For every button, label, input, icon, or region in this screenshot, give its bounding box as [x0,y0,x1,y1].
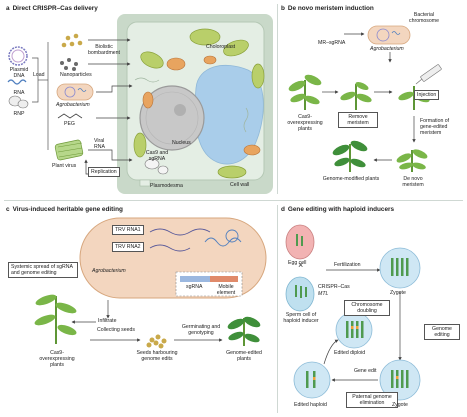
chromosome-doubling-box: Chromosome doubling [344,300,390,316]
plasmodesma-label: Plasmodesma [150,183,183,189]
plant-icon [332,140,368,172]
mitochondria-group [142,55,261,156]
genome-edited-label: Genome-edited plants [226,350,262,362]
cell-wall-label: Cell wall [230,182,250,188]
chloroplast-label: Choloroplast [206,44,236,50]
systemic-spread-box: Systemic spread of sgRNA and genome edit… [8,262,78,278]
fertilization-label: Fertilization [334,262,361,268]
plant-icon [227,316,261,346]
rnp-icon [8,95,29,109]
egg-cell-label: Egg cell [288,260,307,266]
panel-c-title-text: Virus-induced heritable gene editing [12,206,123,213]
de-novo-label: De novo meristem [402,176,424,188]
mtl-label: MTL [318,291,329,297]
plant-cell [117,14,273,194]
plant-icon [396,149,428,172]
nucleus [139,85,205,151]
nucleus-label: Nucleus [172,140,191,146]
trv1-box: TRV RNA1 [112,225,144,235]
edited-diploid-icon [335,311,373,349]
panel-d-letter: d [281,206,285,213]
panel-c-letter: c [6,206,10,213]
germinating-label: Germinating and genotyping [181,324,221,336]
panel-a-letter: a [6,5,10,12]
horizontal-divider [4,200,463,201]
method-agrobacterium: Agrobacterium [56,102,90,108]
peg-icon [57,113,83,119]
trv2-box: TRV RNA2 [112,242,144,252]
injection-box: Injection [414,90,440,100]
agrobacterium-c-label: Agrobacterium [92,268,126,274]
mr-sgrna-label: MR–sgRNA [318,40,346,46]
paternal-elimination-box: Paternal genome elimination [346,392,398,408]
zygote-bottom-icon [379,359,421,401]
biolistic-bombardment-icon [61,33,83,48]
zygote-bottom-label: Zygote [392,402,408,408]
cargo-rna: RNA [13,90,25,96]
plant-icon [288,74,322,110]
vertical-divider-bottom [277,205,278,413]
panel-b-title-text: De novo meristem induction [287,5,374,12]
method-nanoparticles: Nanoparticles [60,72,92,78]
infiltrate-label: Infiltrate [98,318,117,324]
replication-box: Replication [88,167,120,177]
cas9-plants-c-label: Cas9-overexpressing plants [39,350,75,368]
plant-icon [340,81,372,110]
agrobacterium-b-icon [367,25,411,45]
sperm-cell-label: Sperm cell of haploid inducer [283,312,319,324]
chloroplast-group [133,28,265,179]
method-plant-virus: Plant virus [52,163,77,169]
load-label: Load [33,72,45,78]
edited-diploid-label: Edited diploid [334,350,366,356]
plant-icon [34,294,77,344]
vacuole [194,64,264,165]
zygote-top-label: Zygote [390,290,406,296]
zygote-top-icon [379,247,421,289]
remove-meristem-box: Remove meristem [338,112,378,128]
cas9-sgrna-complex [144,158,169,175]
seeds-icon [146,334,167,349]
agrobacterium-icon [56,83,94,101]
syringe-icon [415,64,442,85]
cargo-plasmid-dna: Plasmid DNA [9,67,29,79]
mobile-element-label: Mobile element [216,284,236,296]
genome-editing-box: Genome editing [424,324,460,340]
collecting-seeds-label: Collecting seeds [96,327,136,333]
plasmid-dna-icon [8,46,28,66]
method-peg: PEG [64,121,75,127]
genome-modified-label: Genome-modified plants [322,176,380,182]
rna-icon [7,79,27,85]
vertical-divider-top [277,4,278,194]
plant-virus-icon [54,139,84,161]
agrobacterium-b-label: Agrobacterium [370,46,404,52]
sgrna-label: sgRNA [186,284,203,290]
panel-a-title-text: Direct CRISPR–Cas delivery [12,5,98,12]
cas9-plants-b-label: Cas9-overexpressing plants [287,114,323,132]
panel-d-title-text: Gene editing with haploid inducers [287,206,395,213]
gene-edit-label: Gene edit [354,368,377,374]
crispr-cas-label: CRISPR–Cas [318,284,350,290]
edited-haploid-icon [293,361,331,399]
bacterial-chromosome-label: Bacterial chromosome [409,12,439,24]
seeds-harbouring-label: Seeds harbouring genome edits [136,350,178,362]
egg-cell-icon [285,224,315,260]
formation-label: Formation of gene-edited meristem [420,118,450,136]
viral-rna-label: Viral RNA [94,138,105,150]
nanoparticles-icon [60,58,78,71]
cross-symbol: × [298,260,303,270]
sperm-cell-icon [285,276,315,312]
panel-b-letter: b [281,5,285,12]
edited-haploid-label: Edited haploid [294,402,327,408]
method-biolistic: Biolistic bombardment [87,44,120,56]
cas9-sgrna-label: Cas9 and sgRNA [145,150,169,162]
cargo-rnp: RNP [13,111,25,117]
